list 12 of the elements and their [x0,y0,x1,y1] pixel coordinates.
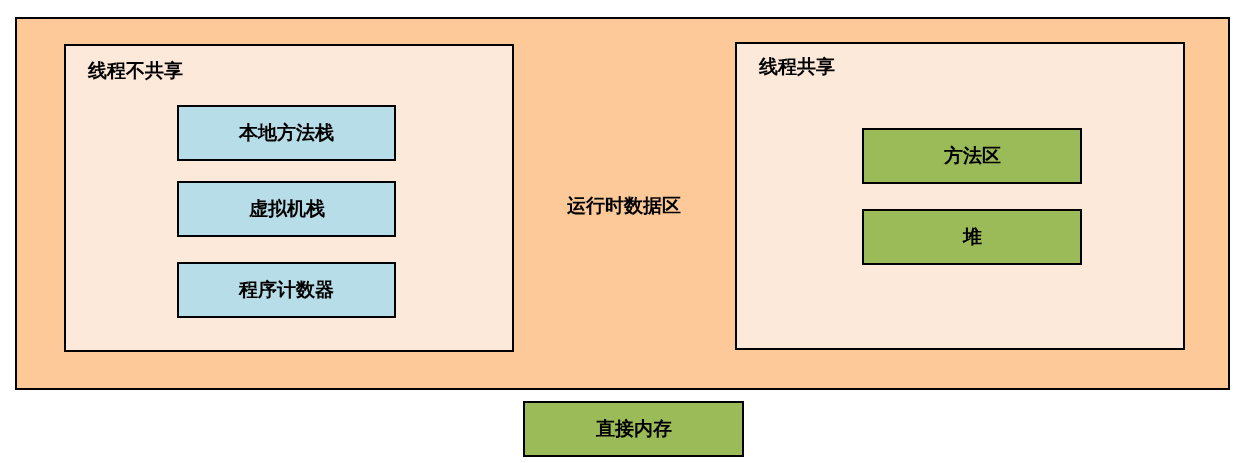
group-box [735,42,1185,350]
area-box: 方法区 [862,128,1082,184]
group-heading: 线程不共享 [88,58,183,83]
group-box [64,44,514,352]
area-box: 直接内存 [523,401,744,457]
group-heading: 线程共享 [759,54,835,79]
region-box [15,17,1230,390]
area-box: 虚拟机栈 [177,181,396,237]
area-box: 堆 [862,209,1082,265]
area-box: 程序计数器 [177,262,396,318]
region-label: 运行时数据区 [567,193,681,218]
area-box: 本地方法栈 [177,105,396,161]
